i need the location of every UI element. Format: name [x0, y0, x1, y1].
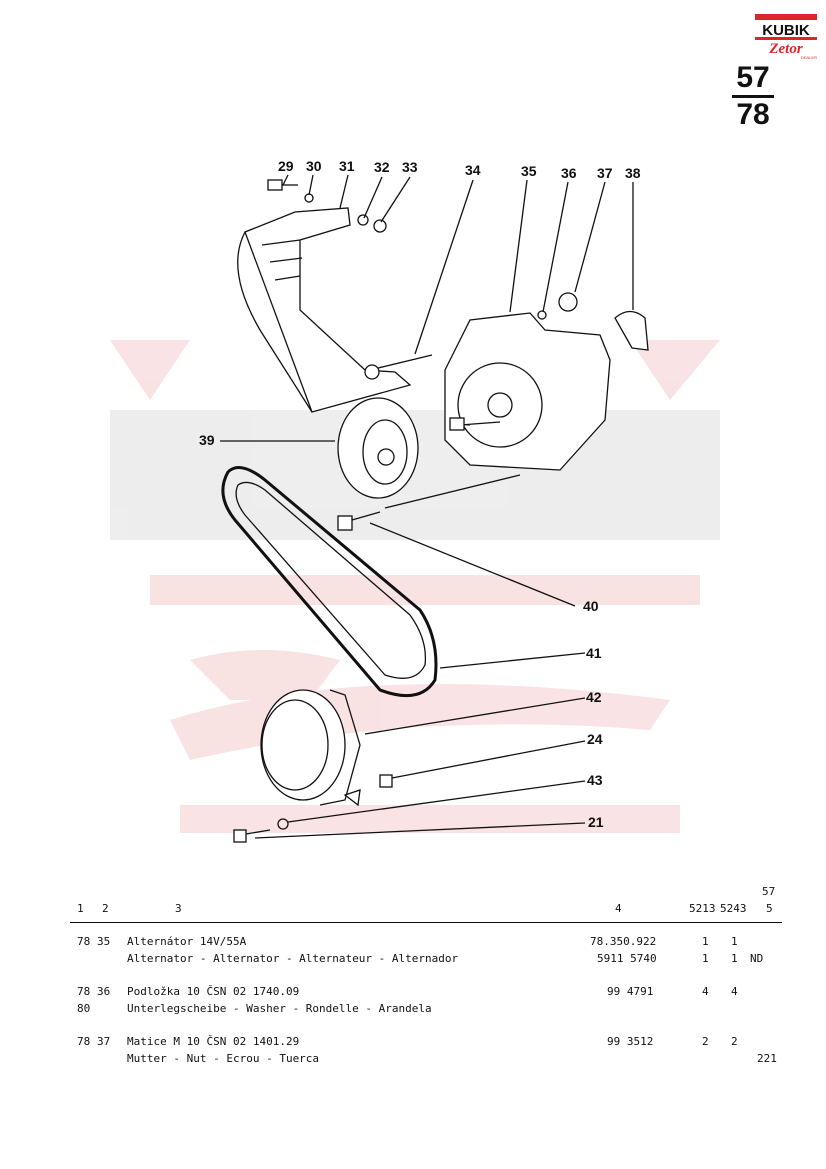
row1-q1a: 1: [702, 935, 709, 948]
svg-text:Zetor: Zetor: [768, 41, 802, 57]
row2-part1: 99 4791: [607, 985, 654, 998]
callout-34: 34: [465, 162, 481, 178]
page-number: 57 78: [728, 62, 778, 131]
callout-24: 24: [587, 731, 603, 747]
callout-33: 33: [402, 159, 418, 175]
row1-desc-multi: Alternator - Alternator - Alternateur - …: [127, 952, 459, 965]
row1-q2b: 1: [731, 952, 738, 965]
row3-c1: 78: [77, 1035, 91, 1048]
row1-desc-cz: Alternátor 14V/55A: [127, 935, 247, 948]
callout-31: 31: [339, 158, 355, 174]
alternator-assembly-drawing: [220, 174, 649, 843]
row3-q1a: 2: [702, 1035, 709, 1048]
header-col4: 4: [615, 902, 622, 915]
row2-c1b: 80: [77, 1002, 91, 1015]
row1-part2: 5911 5740: [597, 952, 657, 965]
svg-text:DEALER: DEALER: [801, 55, 817, 60]
page-numerator: 57: [736, 61, 770, 94]
header-col1: 1: [77, 902, 84, 915]
callout-30: 30: [306, 158, 322, 174]
header-col3: 3: [175, 902, 182, 915]
header-col2: 2: [102, 902, 109, 915]
svg-text:KUBIK: KUBIK: [762, 22, 810, 39]
row1-c1: 78: [77, 935, 91, 948]
callout-35: 35: [521, 163, 537, 179]
row1-q1b: 1: [731, 935, 738, 948]
row3-c2: 37: [97, 1035, 111, 1048]
row2-q1b: 4: [731, 985, 738, 998]
callout-38: 38: [625, 165, 641, 181]
header-col5b: 5243: [720, 902, 747, 915]
row1-note: ND: [750, 952, 764, 965]
row2-desc-cz: Podložka 10 ČSN 02 1740.09: [127, 985, 300, 998]
kubik-zetor-logo: KUBIK Zetor DEALER: [755, 14, 817, 60]
callout-37: 37: [597, 165, 613, 181]
row3-q1b: 2: [731, 1035, 738, 1048]
callout-21: 21: [588, 814, 604, 830]
row2-c1: 78: [77, 985, 91, 998]
callout-29: 29: [278, 158, 294, 174]
row3-page-ref: 221: [757, 1052, 777, 1065]
fraction-bar: [732, 95, 774, 98]
callout-43: 43: [587, 772, 603, 788]
callout-42: 42: [586, 689, 602, 705]
row3-desc-multi: Mutter - Nut - Ecrou - Tuerca: [127, 1052, 320, 1065]
callout-36: 36: [561, 165, 577, 181]
header-col5c: 5: [766, 902, 773, 915]
header-col5a: 5213: [689, 902, 716, 915]
page-denominator: 78: [736, 98, 770, 131]
callout-39: 39: [199, 432, 215, 448]
row1-q2a: 1: [702, 952, 709, 965]
callout-40: 40: [583, 598, 599, 614]
row2-c2: 36: [97, 985, 111, 998]
callout-32: 32: [374, 159, 390, 175]
row1-c2: 35: [97, 935, 111, 948]
row2-desc-multi: Unterlegscheibe - Washer - Rondelle - Ar…: [127, 1002, 432, 1015]
row1-part1: 78.350.922: [590, 935, 657, 948]
callout-41: 41: [586, 645, 602, 661]
header-rule: [70, 922, 782, 923]
row3-desc-cz: Matice M 10 ČSN 02 1401.29: [127, 1035, 300, 1048]
row2-q1a: 4: [702, 985, 709, 998]
header-col5-top: 57: [762, 885, 776, 898]
row3-part1: 99 3512: [607, 1035, 654, 1048]
